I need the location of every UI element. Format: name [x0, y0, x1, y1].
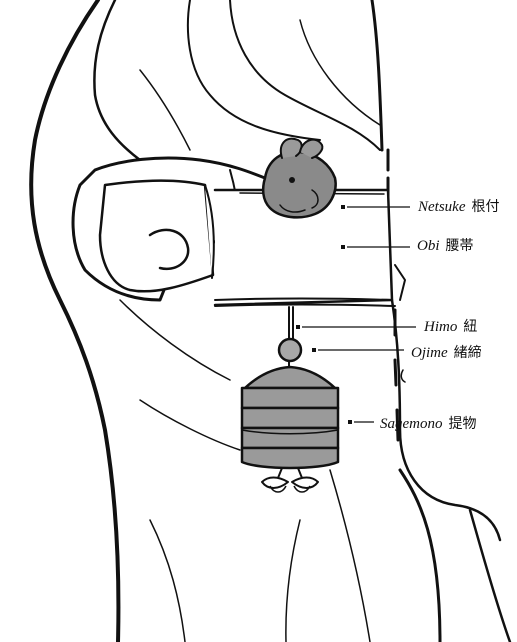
netsuke-kanji: 根付	[471, 199, 499, 215]
sagemono-case	[242, 361, 338, 492]
netsuke-label: Netsuke 根付	[418, 198, 499, 216]
obi-pointer-dot	[341, 245, 345, 249]
ojime-roman: Ojime	[411, 345, 448, 361]
netsuke-roman: Netsuke	[418, 199, 465, 215]
ojime-pointer-dot	[312, 348, 316, 352]
ojime-label: Ojime 緒締	[411, 344, 482, 362]
obi-label: Obi 腰帯	[417, 237, 474, 255]
himo-cord	[289, 307, 293, 342]
himo-pointer-dot	[296, 325, 300, 329]
obi-kanji: 腰帯	[446, 238, 474, 254]
himo-label: Himo 紐	[424, 318, 477, 336]
sagemono-roman: Sagemono	[380, 416, 443, 432]
netsuke-pointer-dot	[341, 205, 345, 209]
himo-roman: Himo	[424, 319, 457, 335]
sagemono-label: Sagemono 提物	[380, 415, 477, 433]
ojime-kanji: 緒締	[454, 345, 482, 361]
sagemono-pointer-dot	[348, 420, 352, 424]
himo-kanji: 紐	[463, 319, 477, 335]
obi-roman: Obi	[417, 238, 440, 254]
netsuke-rabbit	[263, 139, 335, 218]
sagemono-kanji: 提物	[449, 416, 477, 432]
ojime-bead	[279, 339, 301, 361]
